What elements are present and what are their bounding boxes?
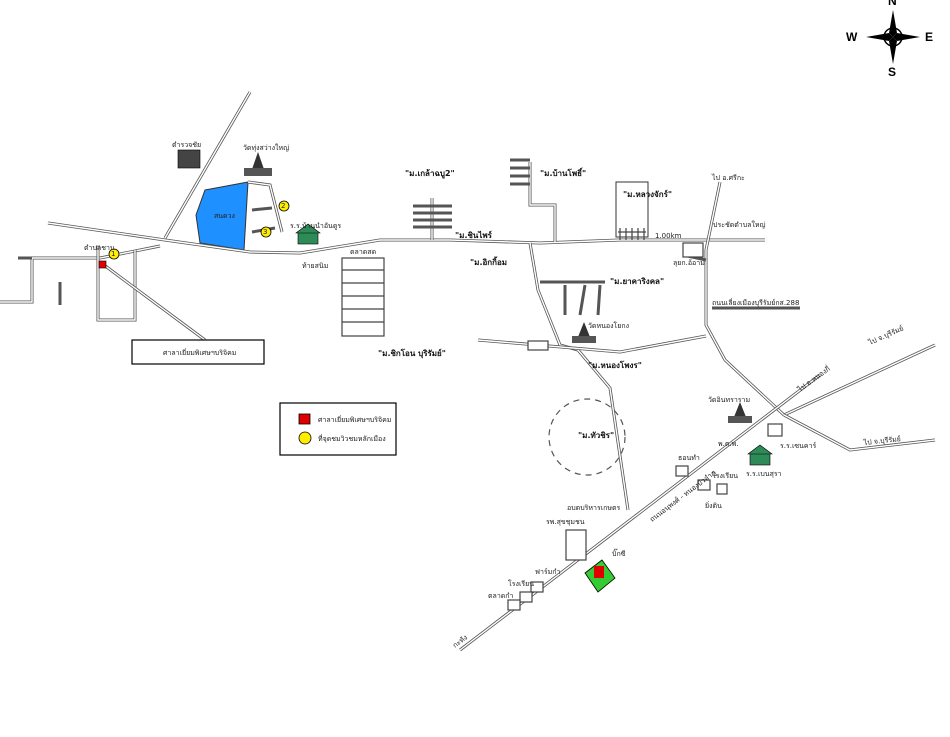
label-road-to-buriram-top: ไป จ.บุรีรัมย์ (866, 323, 905, 347)
legend-label-1: ศาลาเยี่ยมพิเศษฯบริจิคม (318, 415, 391, 424)
info-box-label: ศาลาเยี่ยมพิเศษฯบริจิคม (163, 348, 236, 357)
label-wat-right: วัดอินทราราม (708, 396, 750, 404)
label-mu-thetsaban: "ม.ทัวชิร" (578, 431, 614, 440)
label-distance: 1.00km (655, 232, 682, 240)
label-market: ตลาดสด (350, 248, 376, 256)
label-ptt: บิ๊กซี (612, 548, 626, 558)
label-wat-mid: วัดหนองโยกง (588, 321, 629, 330)
compass-south-label: S (888, 65, 896, 79)
destination-marker[interactable] (98, 260, 107, 269)
school-icon (295, 223, 321, 245)
label-wat-top: วัดทุ่งสว่างใหญ่ (243, 143, 289, 152)
legend-yellow-circle (298, 431, 312, 445)
label-police: ตำรวจชัย (172, 141, 201, 149)
lake-label: สนดวง (214, 212, 235, 220)
label-mu-khanchiang: "ม.ยาคาริงคล" (610, 277, 664, 286)
buildings (507, 242, 783, 611)
label-town-hall: ประชัดตำบลใหญ่ (713, 220, 766, 229)
temple-icon (572, 322, 596, 343)
label-mu-suanluang: "ม.หลวงจักร์" (623, 189, 672, 199)
lake-shape (195, 181, 249, 251)
label-shop-b1: ฟาร์มกำ (535, 568, 560, 576)
temple-icon (728, 402, 752, 423)
legend-label-2: ที่จุดชมวิวชมหลักเมือง (318, 434, 386, 443)
destination-building[interactable] (594, 566, 604, 578)
label-mu-nongphong: "ม.หนองโพงร" (588, 360, 642, 370)
compass-west-label: W (846, 30, 858, 44)
label-mu-chinphrai: "ม.ชินไพร์ (455, 230, 493, 240)
compass-rose: N S E W (846, 0, 933, 79)
label-shop2: โรงเรียน (712, 471, 738, 480)
viewpoint-marker-3-label: 3 (263, 228, 267, 236)
label-kapong: กะทัง (451, 634, 469, 650)
road-network (0, 91, 936, 652)
village-boundary (548, 398, 626, 476)
label-clinic: ลุยก.อ้อาม (673, 259, 705, 267)
label-km-mark: ถนนเลี่ยงเมืองบุรีรัมย์กส.288 (712, 298, 799, 307)
viewpoint-marker-1-label: 1 (111, 250, 115, 258)
label-tower: ไป อ.ศรีกะ (711, 173, 745, 182)
label-road-nangrong: ถนนอนุพงศ์ - หนองบัวลำภู (648, 469, 717, 524)
label-bus-stop: ท้ายสนิม (302, 262, 328, 270)
legend: ศาลาเยี่ยมพิเศษฯบริจิคม ที่จุดชมวิวชมหลั… (279, 402, 397, 456)
temple-icon (244, 152, 272, 176)
label-hospital: รพ.สุขชุมชน (546, 518, 585, 526)
school-icon (747, 444, 773, 466)
info-box: ศาลาเยี่ยมพิเศษฯบริจิคม (131, 339, 265, 365)
label-mu-chakkilom: "ม.อิกกิ้อม (470, 256, 507, 267)
label-mu-chintawan: "ม.ชิกโอน บุริรัมย์" (378, 348, 446, 359)
label-school-right: ร.ร.เซนคาร์ (780, 442, 817, 450)
label-shop-b2: โรงเรียน (508, 579, 534, 588)
label-mu-ban-phot: "ม.บ้านโพธิ์" (540, 167, 586, 178)
legend-red-square (298, 413, 311, 425)
label-school-ban: ร.ร.บ้านนำอันดูร (290, 222, 341, 230)
compass-east-label: E (925, 30, 933, 44)
label-road-to-buriram-bottom: ไป จ.บุรีรัมย์ (862, 434, 901, 447)
label-gas: พ.ต.พ. (718, 440, 738, 448)
office-building-icon (177, 149, 201, 169)
label-shop-b3: ตลาดกำ (488, 592, 514, 600)
label-office-bottom: อบตบริหารเกษตร (567, 504, 620, 512)
label-shop3: ยิ่งติน (705, 501, 722, 510)
label-mu-klasatap: "ม.เกล้าฉบู2" (405, 168, 455, 179)
viewpoint-markers: 1 2 3 (108, 200, 290, 260)
label-marker: ตำบลชาน (84, 244, 115, 252)
compass-north-label: N (888, 0, 897, 8)
label-road-to-nongki: ไป อ.หนองกี่ (795, 364, 832, 394)
viewpoint-marker-2-label: 2 (281, 202, 285, 210)
label-shop1: ธอนทำ (678, 454, 700, 462)
label-depot: ร.ร.เบนสุรา (746, 470, 782, 478)
